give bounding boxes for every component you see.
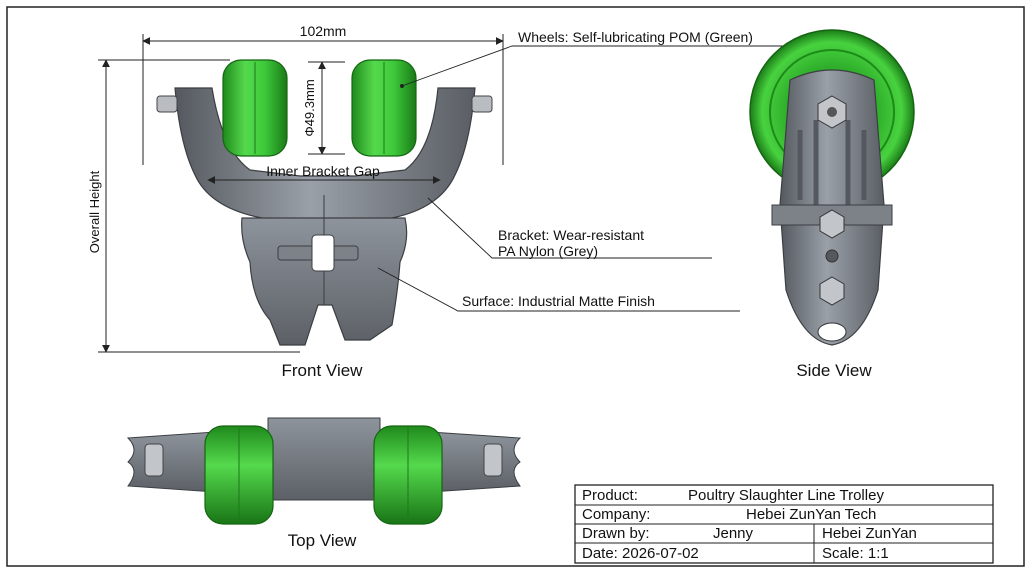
top-arm-left <box>126 431 216 493</box>
dim-height-label: Overall Height <box>87 170 102 253</box>
dim-diameter-label: Φ49.3mm <box>302 79 317 136</box>
tb-company-label: Company: <box>582 506 650 523</box>
callout-bracket-text-1: Bracket: Wear-resistant <box>498 227 644 243</box>
tb-drawn-label: Drawn by: <box>582 525 650 542</box>
pin-slot <box>311 234 335 272</box>
callout-surface-leader <box>377 267 740 312</box>
callout-bracket-text-2: PA Nylon (Grey) <box>498 243 598 259</box>
tb-scale: Scale: 1:1 <box>822 545 889 562</box>
tb-product-label: Product: <box>582 487 638 504</box>
side-axle-center <box>827 107 837 117</box>
top-view: Top View <box>126 417 522 550</box>
callout-wheels-dot <box>400 84 404 88</box>
top-center-body <box>267 417 381 501</box>
top-view-label: Top View <box>288 531 357 550</box>
tb-company-value: Hebei ZunYan Tech <box>746 506 876 523</box>
tb-date: Date: 2026-07-02 <box>582 545 699 562</box>
side-nut-lower <box>819 276 845 306</box>
callouts: Wheels: Self-lubricating POM (Green) Bra… <box>377 29 838 312</box>
side-view: Side View <box>749 29 915 380</box>
front-view: 102mm Φ49.3mm Inner Bracket Gap Overall … <box>87 23 504 380</box>
axle-bolt-left <box>156 95 178 113</box>
side-bottom-eyelet <box>817 322 847 342</box>
dim-width-label: 102mm <box>300 23 347 39</box>
front-view-label: Front View <box>282 361 364 380</box>
side-view-label: Side View <box>796 361 872 380</box>
tb-drawn-org: Hebei ZunYan <box>822 525 917 542</box>
top-bolt-left <box>144 443 164 477</box>
top-arm-right <box>429 431 522 493</box>
callout-wheels-leader <box>401 45 838 87</box>
side-nut-upper <box>819 209 845 239</box>
callout-bracket-leader <box>427 197 712 259</box>
bracket-u <box>174 87 476 223</box>
dim-gap-label: Inner Bracket Gap <box>266 163 380 179</box>
axle-bolt-right <box>471 95 493 113</box>
title-block: Product: Poultry Slaughter Line Trolley … <box>574 484 994 564</box>
tb-product-value: Poultry Slaughter Line Trolley <box>688 487 884 504</box>
callout-surface-text: Surface: Industrial Matte Finish <box>462 293 655 309</box>
tb-drawn-value: Jenny <box>713 525 754 542</box>
side-bracket-ribs <box>797 120 867 205</box>
top-bolt-right <box>483 443 503 477</box>
side-hole-middle <box>825 249 839 263</box>
sheet-border <box>6 6 1025 567</box>
callout-wheels-text: Wheels: Self-lubricating POM (Green) <box>518 29 753 45</box>
